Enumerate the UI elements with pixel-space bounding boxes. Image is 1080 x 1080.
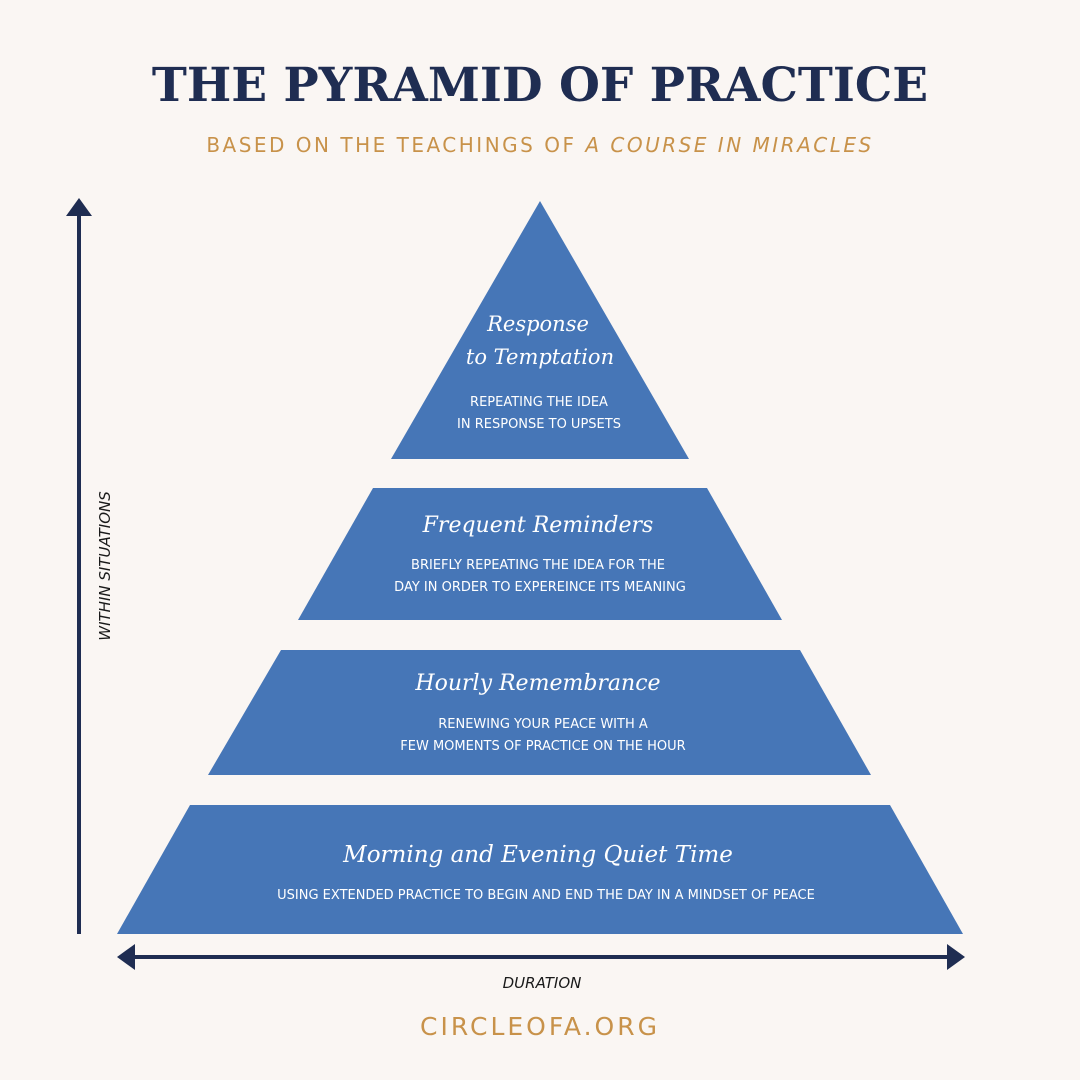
subtitle-prefix: BASED ON THE TEACHINGS OF — [206, 133, 586, 157]
tier-2-title: Frequent Reminders — [422, 513, 654, 538]
subtitle-book-title: A COURSE IN MIRACLES — [585, 133, 874, 157]
vertical-axis: WITHIN SITUATIONS — [66, 198, 114, 934]
pyramid-tier-3: Hourly Remembrance RENEWING YOUR PEACE W… — [208, 650, 871, 775]
horizontal-axis-left-arrowhead — [117, 944, 135, 970]
tier-2-shape — [298, 488, 782, 620]
tier-1-title-line-2: to Temptation — [466, 345, 614, 369]
tier-2-desc-line-2: DAY IN ORDER TO EXPEREINCE ITS MEANING — [394, 580, 686, 595]
footer-website: CIRCLEOFA.ORG — [420, 1012, 660, 1041]
tier-3-desc-line-1: RENEWING YOUR PEACE WITH A — [438, 717, 648, 732]
page-subtitle: BASED ON THE TEACHINGS OF A COURSE IN MI… — [0, 133, 1080, 157]
pyramid-tier-1: Response to Temptation REPEATING THE IDE… — [391, 201, 689, 459]
tier-1-title-line-1: Response — [486, 312, 589, 336]
vertical-axis-arrowhead — [66, 198, 92, 216]
vertical-axis-label: WITHIN SITUATIONS — [96, 491, 114, 641]
tier-1-desc-line-2: IN RESPONSE TO UPSETS — [457, 417, 621, 432]
tier-2-desc-line-1: BRIEFLY REPEATING THE IDEA FOR THE — [411, 558, 665, 573]
pyramid-tier-4: Morning and Evening Quiet Time USING EXT… — [117, 805, 963, 934]
tier-4-title: Morning and Evening Quiet Time — [342, 842, 733, 868]
pyramid-tier-2: Frequent Reminders BRIEFLY REPEATING THE… — [298, 488, 782, 620]
tier-3-desc-line-2: FEW MOMENTS OF PRACTICE ON THE HOUR — [400, 739, 685, 754]
tier-3-shape — [208, 650, 871, 775]
tier-1-shape — [391, 201, 689, 459]
horizontal-axis: DURATION — [117, 944, 965, 992]
tier-4-desc: USING EXTENDED PRACTICE TO BEGIN AND END… — [277, 888, 815, 903]
page-title: THE PYRAMID OF PRACTICE — [151, 58, 929, 113]
horizontal-axis-right-arrowhead — [947, 944, 965, 970]
tier-1-desc-line-1: REPEATING THE IDEA — [470, 395, 608, 410]
tier-3-title: Hourly Remembrance — [414, 671, 660, 696]
horizontal-axis-label: DURATION — [503, 974, 582, 992]
tier-4-shape — [117, 805, 963, 934]
